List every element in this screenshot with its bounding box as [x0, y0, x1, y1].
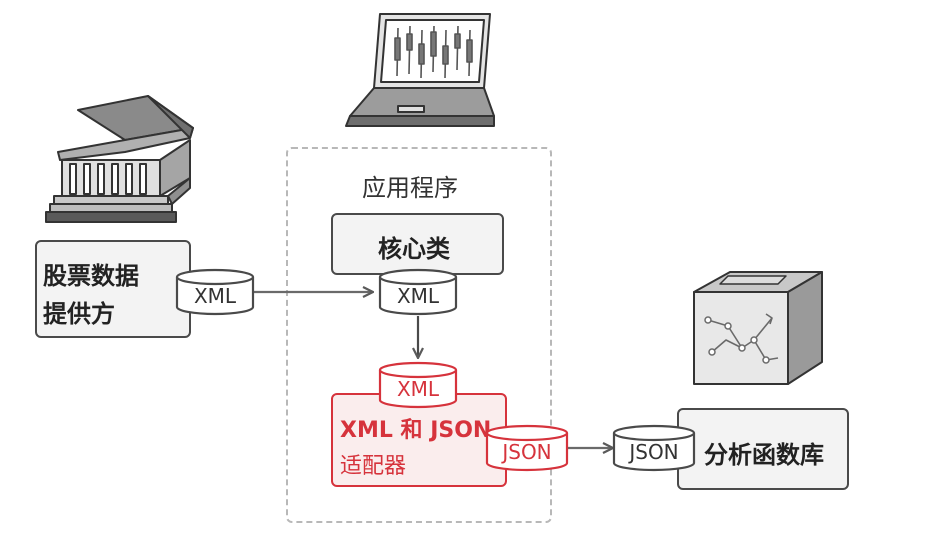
- library-label: 分析函数库: [704, 441, 824, 469]
- core-class-label: 核心类: [378, 235, 450, 263]
- stock-data-provider-box: [35, 240, 191, 338]
- json-cylinder-adapter: [485, 424, 569, 472]
- laptop-chart-icon: [345, 13, 495, 127]
- json-label-adapter: JSON: [502, 440, 552, 464]
- adapter-label-line1: XML 和 JSON: [340, 418, 492, 443]
- adapter-box: [331, 393, 507, 487]
- application-frame: [286, 147, 552, 523]
- provider-label-line1: 股票数据: [43, 262, 139, 290]
- package-box-icon: [693, 271, 823, 385]
- xml-cylinder-provider: [175, 268, 255, 316]
- xml-label-core: XML: [396, 284, 440, 308]
- xml-cylinder-adapter: [378, 361, 458, 409]
- bank-building-icon: [45, 95, 194, 223]
- application-title: 应用程序: [362, 174, 458, 202]
- xml-label-provider: XML: [193, 284, 237, 308]
- xml-label-adapter: XML: [396, 377, 440, 401]
- adapter-label-line2: 适配器: [340, 454, 407, 479]
- core-class-box: [331, 213, 504, 275]
- json-label-library: JSON: [629, 440, 679, 464]
- xml-cylinder-core: [378, 268, 458, 316]
- json-cylinder-library: [612, 424, 696, 472]
- provider-label-line2: 提供方: [43, 300, 115, 328]
